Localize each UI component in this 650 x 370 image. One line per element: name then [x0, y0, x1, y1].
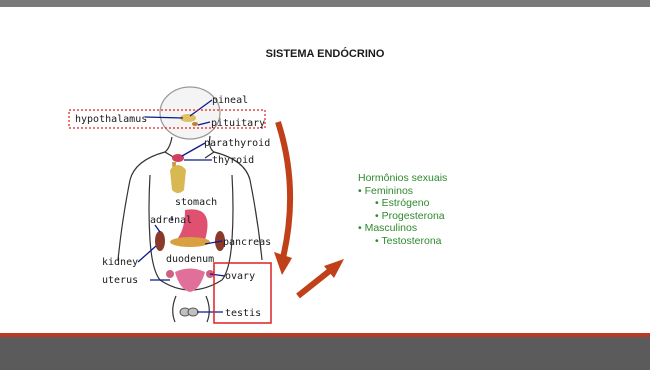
- label-ovary: ovary: [225, 271, 255, 282]
- label-thyroid: thyroid: [212, 155, 254, 166]
- label-parathyroid: parathyroid: [204, 138, 270, 149]
- label-pancreas: pancreas: [223, 237, 271, 248]
- body-outline: [117, 86, 263, 323]
- label-pituitary: pituitary: [211, 118, 265, 129]
- female-item: • Estrógeno: [375, 197, 430, 209]
- female-label: • Femininos: [358, 184, 414, 197]
- thyroid-gland: [172, 154, 184, 162]
- female-item: • Progesterona: [375, 209, 445, 222]
- label-hypothalamus: hypothalamus: [75, 114, 147, 125]
- label-kidney: kidney: [102, 257, 138, 268]
- reproductive-glands-box: [213, 262, 272, 324]
- footer-accent: [0, 333, 650, 338]
- label-adrenal: adrenal: [150, 215, 192, 226]
- hormones-heading: Hormônios sexuais: [358, 172, 448, 184]
- top-rule: [0, 0, 650, 7]
- brain-gland: [180, 114, 196, 122]
- thymus: [170, 165, 186, 193]
- leader-lines: [137, 99, 226, 313]
- male-item: • Testosterona: [375, 234, 442, 247]
- hypothalamus-pituitary-box: [68, 109, 266, 129]
- uterus-organ: [175, 268, 205, 292]
- pituitary-gland: [192, 122, 198, 126]
- label-uterus: uterus: [102, 275, 138, 286]
- kidney-left: [155, 231, 165, 251]
- male-label: • Masculinos: [358, 222, 418, 234]
- label-testis: testis: [225, 308, 261, 319]
- label-stomach: stomach: [175, 197, 217, 208]
- footer-band: [0, 337, 650, 370]
- curved-arrow-head: [274, 252, 292, 275]
- stomach-organ: [178, 209, 208, 245]
- pancreas-organ: [170, 237, 210, 247]
- diagonal-arrow: [296, 266, 334, 299]
- curved-arrow: [275, 121, 294, 263]
- diagonal-arrow-head: [324, 259, 344, 278]
- label-pineal: pineal: [212, 95, 248, 106]
- slide-title: SISTEMA ENDÓCRINO: [265, 48, 385, 60]
- label-duodenum: duodenum: [166, 254, 214, 265]
- organs: [155, 114, 225, 317]
- hormones-list: Hormônios sexuais • Femininos • Estrógen…: [358, 172, 447, 247]
